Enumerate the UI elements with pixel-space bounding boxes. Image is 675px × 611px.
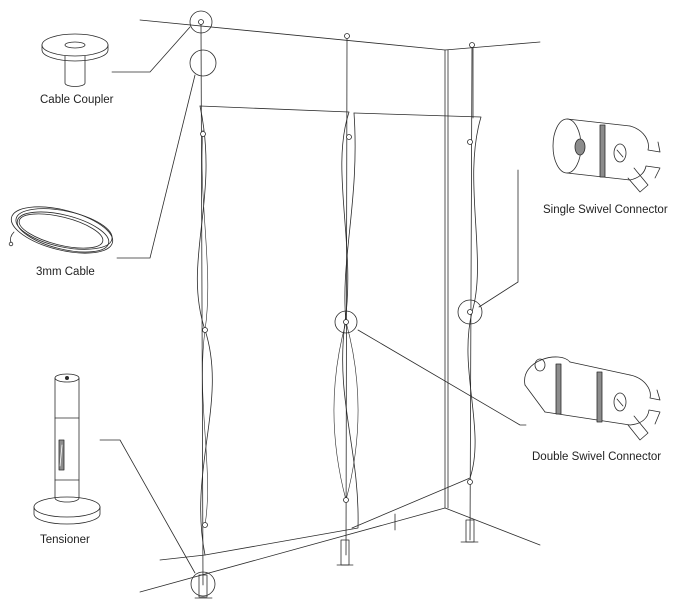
floor-anchors [194,519,479,599]
cable-middle [333,37,359,556]
single-swivel-connector-icon [552,118,661,193]
tensioner-label: Tensioner [40,534,90,546]
fixture-points [198,19,475,528]
callout-circles [189,10,483,597]
cable-coupler-icon [41,33,109,87]
fabric-panel-right [344,112,482,529]
cable-right [469,44,473,541]
tensioner-icon [33,373,101,525]
cable-label: 3mm Cable [36,266,95,278]
cable-coil-icon [8,206,114,254]
double-swivel-connector-icon [524,356,661,441]
single-swivel-connector-label: Single Swivel Connector [543,204,668,216]
room-outline [139,19,541,593]
cable-coupler-label: Cable Coupler [40,94,114,106]
cable-left [200,23,209,586]
fabric-panel-left [196,105,359,556]
double-swivel-connector-label: Double Swivel Connector [532,451,662,463]
leader-lines [99,26,527,574]
